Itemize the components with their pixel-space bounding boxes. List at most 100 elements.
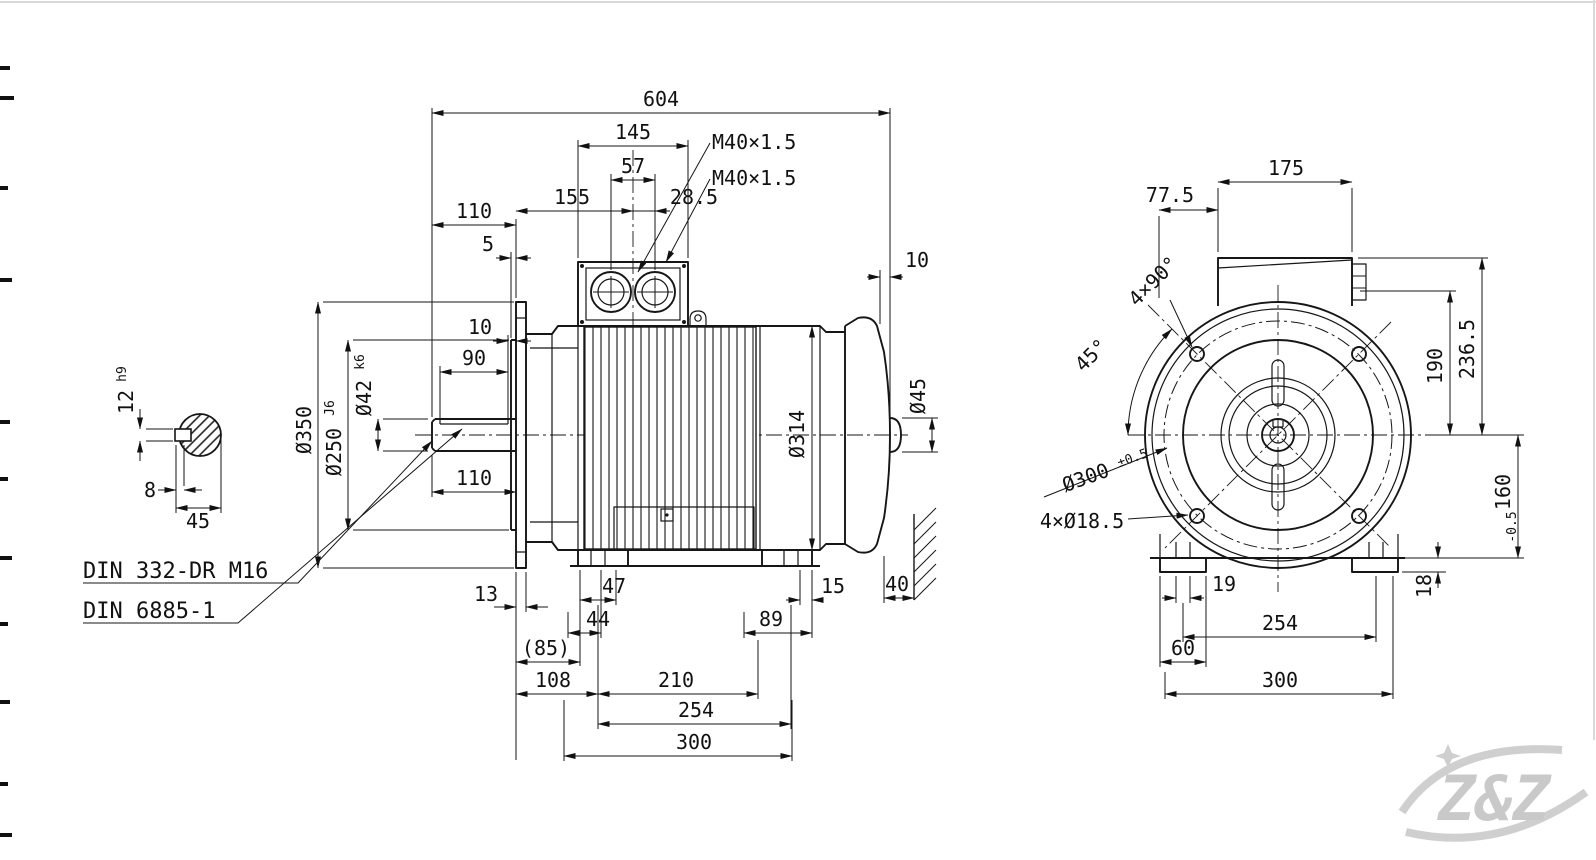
din332-leader (83, 440, 433, 584)
dim-foot-hole-front: 47 (602, 574, 626, 598)
watermark-text: Z&Z (1437, 762, 1553, 835)
flange-holes-leader (1127, 512, 1189, 520)
feet-side (570, 549, 820, 567)
shaft (431, 418, 516, 452)
scan-border (0, 0, 1596, 740)
rear-shaft-stub (889, 417, 902, 453)
flange-slot-bottom (1271, 463, 1285, 511)
fan-cover (844, 316, 902, 554)
shaft-end-circle (1261, 418, 1295, 452)
gland1-leader (637, 142, 711, 273)
dim-shaft-height: 160 (1491, 474, 1515, 510)
dim-foot-overall-width: 300 (1262, 668, 1298, 692)
dim-spigot-depth: 5 (482, 232, 494, 256)
note-center-hole: DIN 332-DR M16 (83, 559, 268, 584)
dim-keyway-end-offset: 10 (468, 315, 492, 339)
dim-foot-hole-width: 19 (1212, 572, 1236, 596)
dim-shaft-diameter: Ø42 (352, 380, 376, 416)
dim-bolt-circle: Ø300 (1059, 458, 1112, 497)
side-dimension-texts: 604 145 57 155 28.5 M40×1.5 M40×1.5 110 … (83, 87, 930, 754)
dim-bolt-circle-tol: ±0.5 (1116, 446, 1151, 471)
front-dimension-texts: 175 77.5 4×90° 45° 190 236.5 Ø300 ±0.5 4… (1040, 156, 1520, 692)
dim-aux-length: (85) (522, 636, 570, 660)
dim-foot-length: 300 (676, 730, 712, 754)
watermark-logo: Z&Z (1398, 744, 1589, 842)
side-extension-lines (146, 108, 938, 761)
dim-center-to-top: 236.5 (1455, 319, 1479, 379)
dim-foot-hole-spacing-front: 254 (1262, 611, 1298, 635)
front-view: 175 77.5 4×90° 45° 190 236.5 Ø300 ±0.5 4… (1040, 156, 1524, 699)
dim-key-width-tol: h9 (115, 366, 130, 382)
edge-artifacts (0, 66, 14, 837)
feet-front (1150, 534, 1405, 573)
dim-flange-diameter: Ø350 (292, 406, 316, 454)
base-channel (613, 506, 755, 550)
dim-shaft-diameter-tol: k6 (353, 354, 368, 370)
dim-box-offset: 77.5 (1146, 183, 1194, 207)
dim-shaft-height-tol: -0.5 (1505, 511, 1520, 542)
cable-gland-1 (590, 271, 632, 313)
dim-shaft-extension: 110 (456, 199, 492, 223)
dim-hole-angle: 45° (1070, 334, 1113, 377)
side-view: 604 145 57 155 28.5 M40×1.5 M40×1.5 110 … (83, 87, 938, 761)
dim-hole-pattern: 4×90° (1123, 251, 1183, 311)
dim-flange-holes: 4×Ø18.5 (1040, 509, 1124, 533)
gland1-thread: M40×1.5 (712, 130, 796, 154)
dim-foot-rear-offset: 15 (821, 574, 845, 598)
front-dimension-lines (1043, 179, 1521, 697)
wall-hatch (913, 507, 937, 601)
lifting-lug-hole (694, 314, 702, 322)
drain-plug (660, 508, 674, 522)
key-slot (174, 428, 192, 442)
dim-flange-thickness: 13 (474, 582, 498, 606)
dim-box-width: 145 (615, 120, 651, 144)
flange-slot-top (1271, 359, 1285, 407)
note-keyway: DIN 6885-1 (83, 599, 215, 624)
angle-45-arc (1125, 328, 1173, 436)
dim-spigot-diameter-tol: J6 (323, 400, 338, 416)
lifting-lug (689, 310, 707, 326)
dim-box-width-front: 175 (1268, 156, 1304, 180)
dim-gland-offset: 28.5 (670, 185, 718, 209)
dim-flange-to-box: 155 (554, 185, 590, 209)
dim-rear-shaft-diameter: Ø45 (906, 378, 930, 414)
cooling-fins (583, 326, 757, 550)
dim-foot-front: 44 (586, 607, 610, 631)
dim-shaft-extension-lower: 110 (456, 466, 492, 490)
flange-bolt-holes (1189, 346, 1367, 524)
bolt-circle-leader (1043, 447, 1168, 498)
dim-foot-rear-length: 89 (759, 607, 783, 631)
watermark-star-icon (1435, 744, 1461, 768)
hole-pattern-leader (1169, 299, 1193, 348)
dim-wall-clearance: 40 (885, 572, 909, 596)
terminal-box (577, 261, 689, 327)
din6885-leader (83, 428, 463, 624)
dim-foot-width: 60 (1171, 636, 1195, 660)
shaft-key-section (174, 413, 222, 457)
dim-rear-offset: 10 (905, 248, 929, 272)
dim-frame-diameter: Ø314 (785, 410, 809, 458)
terminal-box-front (1217, 257, 1367, 306)
gland2-thread: M40×1.5 (712, 166, 796, 190)
dim-hole-to-hole: 210 (658, 668, 694, 692)
front-centerlines (1128, 285, 1432, 592)
dim-key-width: 12 (114, 390, 138, 414)
dim-overall-length: 604 (643, 87, 679, 111)
dim-foot-pad-height: 18 (1412, 574, 1436, 598)
dim-spigot-diameter: Ø250 (322, 428, 346, 476)
motor-body (526, 310, 845, 551)
front-extension-lines (1158, 188, 1524, 699)
front-keyway (1272, 421, 1284, 428)
dim-key-depth: 8 (144, 478, 156, 502)
gland2-leader (665, 178, 711, 263)
dim-center-to-box: 190 (1423, 348, 1447, 384)
cable-gland-2 (634, 271, 676, 313)
flange (510, 301, 527, 569)
dim-gland-spacing: 57 (621, 154, 645, 178)
dim-keyway-length: 90 (462, 346, 486, 370)
dim-shaft-over-key: 45 (186, 509, 210, 533)
dim-foot-hole-spacing: 254 (678, 698, 714, 722)
dim-flange-to-first-hole: 108 (535, 668, 571, 692)
